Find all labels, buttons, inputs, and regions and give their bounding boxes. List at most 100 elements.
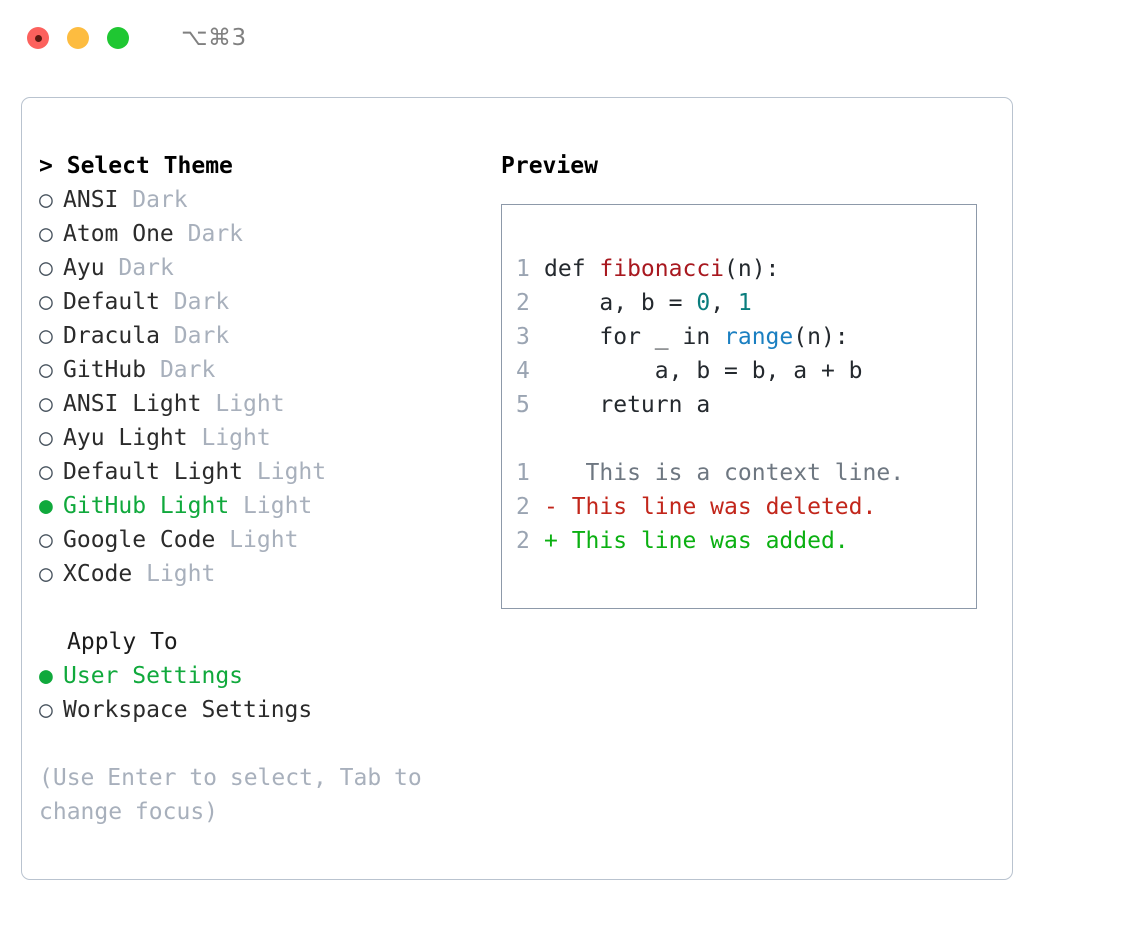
theme-variant-tag: Dark <box>159 357 216 383</box>
diff-line-number: 2 <box>516 528 530 554</box>
diff-sample: 1 This is a context line.2- This line wa… <box>516 456 970 558</box>
diff-marker: + <box>544 528 558 554</box>
section-spacer <box>39 591 489 625</box>
theme-list: ○ANSI Dark○Atom One Dark○Ayu Dark○Defaul… <box>39 183 489 591</box>
radio-selected-icon: ● <box>39 493 53 519</box>
theme-option-label: Default <box>63 289 160 315</box>
theme-variant-tag: Dark <box>187 221 244 247</box>
apply-to-header: Apply To <box>67 629 178 655</box>
code-line-number: 5 <box>516 392 530 418</box>
diff-text: This line was added. <box>557 528 849 554</box>
theme-option-label: Google Code <box>63 527 216 553</box>
theme-option-ayu[interactable]: ○ Ayu Dark <box>39 251 489 285</box>
theme-variant-tag: Light <box>201 425 271 451</box>
theme-option-label: GitHub <box>63 357 147 383</box>
diff-line-added: 2 + This line was added. <box>516 524 970 558</box>
code-token-call: range <box>724 324 794 350</box>
keyboard-shortcut-label: ⌥⌘3 <box>181 25 247 51</box>
radio-unselected-icon: ○ <box>39 255 53 281</box>
minimize-window-button[interactable] <box>67 27 89 49</box>
radio-unselected-icon: ○ <box>39 425 53 451</box>
code-line: 1 def fibonacci(n): <box>516 252 970 286</box>
caret-prompt-icon: > <box>39 153 53 179</box>
code-token-plain: a, b = <box>544 290 697 316</box>
radio-unselected-icon: ○ <box>39 187 53 213</box>
code-token-num: 0 <box>696 290 711 316</box>
code-line-number: 2 <box>516 290 530 316</box>
traffic-lights <box>27 27 129 49</box>
diff-line-number: 1 <box>516 460 530 486</box>
code-line: 3 for _ in range(n): <box>516 320 970 354</box>
radio-unselected-icon: ○ <box>39 289 53 315</box>
radio-unselected-icon: ○ <box>39 527 53 553</box>
theme-option-dracula[interactable]: ○ Dracula Dark <box>39 319 489 353</box>
theme-variant-tag: Light <box>146 561 216 587</box>
theme-option-label: GitHub Light <box>63 493 230 519</box>
theme-option-github[interactable]: ○ GitHub Dark <box>39 353 489 387</box>
radio-unselected-icon: ○ <box>39 459 53 485</box>
theme-variant-tag: Dark <box>132 187 188 213</box>
code-token-plain: def <box>544 256 600 282</box>
code-token-plain: (n): <box>724 256 780 282</box>
diff-line-deleted: 2- This line was deleted. <box>516 490 970 524</box>
diff-text: This line was deleted. <box>557 494 877 520</box>
radio-unselected-icon: ○ <box>39 357 53 383</box>
code-line: 4 a, b = b, a + b <box>516 354 970 388</box>
code-token-plain: , <box>710 290 738 316</box>
theme-option-default[interactable]: ○ Default Dark <box>39 285 489 319</box>
select-theme-header-label: Select Theme <box>66 153 233 179</box>
apply-to-option-user-settings[interactable]: ●User Settings <box>39 659 489 693</box>
diff-marker: - <box>544 494 558 520</box>
theme-option-default-light[interactable]: ○Default Light Light <box>39 455 489 489</box>
theme-option-label: ANSI <box>63 187 119 213</box>
theme-option-ansi-light[interactable]: ○ANSI Light Light <box>39 387 489 421</box>
code-diff-spacer <box>516 422 970 456</box>
diff-line-context: 1 This is a context line. <box>516 456 970 490</box>
code-line-number: 4 <box>516 358 530 384</box>
theme-option-label: Ayu <box>63 255 105 281</box>
theme-variant-tag: Dark <box>173 323 230 349</box>
radio-unselected-icon: ○ <box>39 391 53 417</box>
code-line: 2 a, b = 0, 1 <box>516 286 970 320</box>
theme-option-github-light[interactable]: ● GitHub Light Light <box>39 489 489 523</box>
theme-picker-column: > Select Theme ○ANSI Dark○Atom One Dark○… <box>39 149 489 829</box>
code-line-number: 3 <box>516 324 530 350</box>
theme-option-label: ANSI Light <box>63 391 202 417</box>
keyboard-hint-text: (Use Enter to select, Tab to change focu… <box>39 765 422 825</box>
code-token-plain: (n): <box>793 324 849 350</box>
code-token-num: 1 <box>737 290 752 316</box>
diff-line-number: 2 <box>516 494 530 520</box>
code-token-plain: a, b = b, a + b <box>544 358 863 384</box>
radio-selected-icon: ● <box>39 663 53 689</box>
theme-variant-tag: Light <box>229 527 299 553</box>
apply-to-option-workspace-settings[interactable]: ○Workspace Settings <box>39 693 489 727</box>
title-bar: ⌥⌘3 <box>0 0 1140 76</box>
code-token-plain: for _ in <box>544 324 725 350</box>
theme-variant-tag: Dark <box>173 289 230 315</box>
theme-option-xcode[interactable]: ○ XCode Light <box>39 557 489 591</box>
theme-option-label: Ayu Light <box>63 425 188 451</box>
radio-unselected-icon: ○ <box>39 323 53 349</box>
radio-unselected-icon: ○ <box>39 221 53 247</box>
main-panel: > Select Theme ○ANSI Dark○Atom One Dark○… <box>21 97 1013 880</box>
theme-option-label: XCode <box>63 561 133 587</box>
theme-option-ansi[interactable]: ○ ANSI Dark <box>39 183 489 217</box>
theme-variant-tag: Light <box>243 493 313 519</box>
radio-unselected-icon: ○ <box>39 561 53 587</box>
close-window-button[interactable] <box>27 27 49 49</box>
theme-option-label: Atom One <box>63 221 174 247</box>
theme-variant-tag: Dark <box>118 255 174 281</box>
code-line-number: 1 <box>516 256 530 282</box>
maximize-window-button[interactable] <box>107 27 129 49</box>
theme-variant-tag: Light <box>256 459 327 485</box>
theme-option-label: Dracula <box>63 323 160 349</box>
diff-marker <box>544 460 558 486</box>
theme-option-atom-one[interactable]: ○ Atom One Dark <box>39 217 489 251</box>
theme-option-google-code[interactable]: ○ Google Code Light <box>39 523 489 557</box>
preview-title: Preview <box>501 153 598 179</box>
code-token-fn: fibonacci <box>599 256 725 282</box>
theme-option-ayu-light[interactable]: ○ Ayu Light Light <box>39 421 489 455</box>
